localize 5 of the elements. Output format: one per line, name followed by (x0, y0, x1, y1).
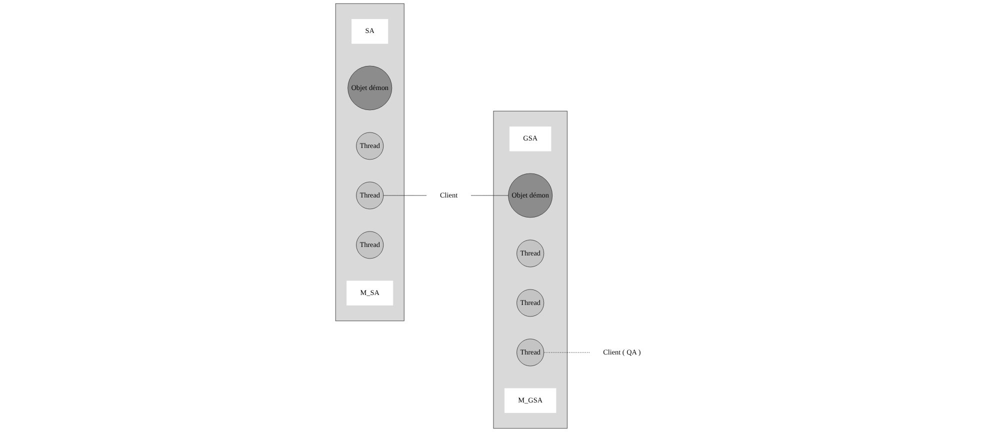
cluster (492, 110, 567, 429)
connector (543, 352, 590, 353)
connector (470, 195, 508, 196)
connector (382, 195, 426, 196)
cluster (334, 3, 404, 322)
